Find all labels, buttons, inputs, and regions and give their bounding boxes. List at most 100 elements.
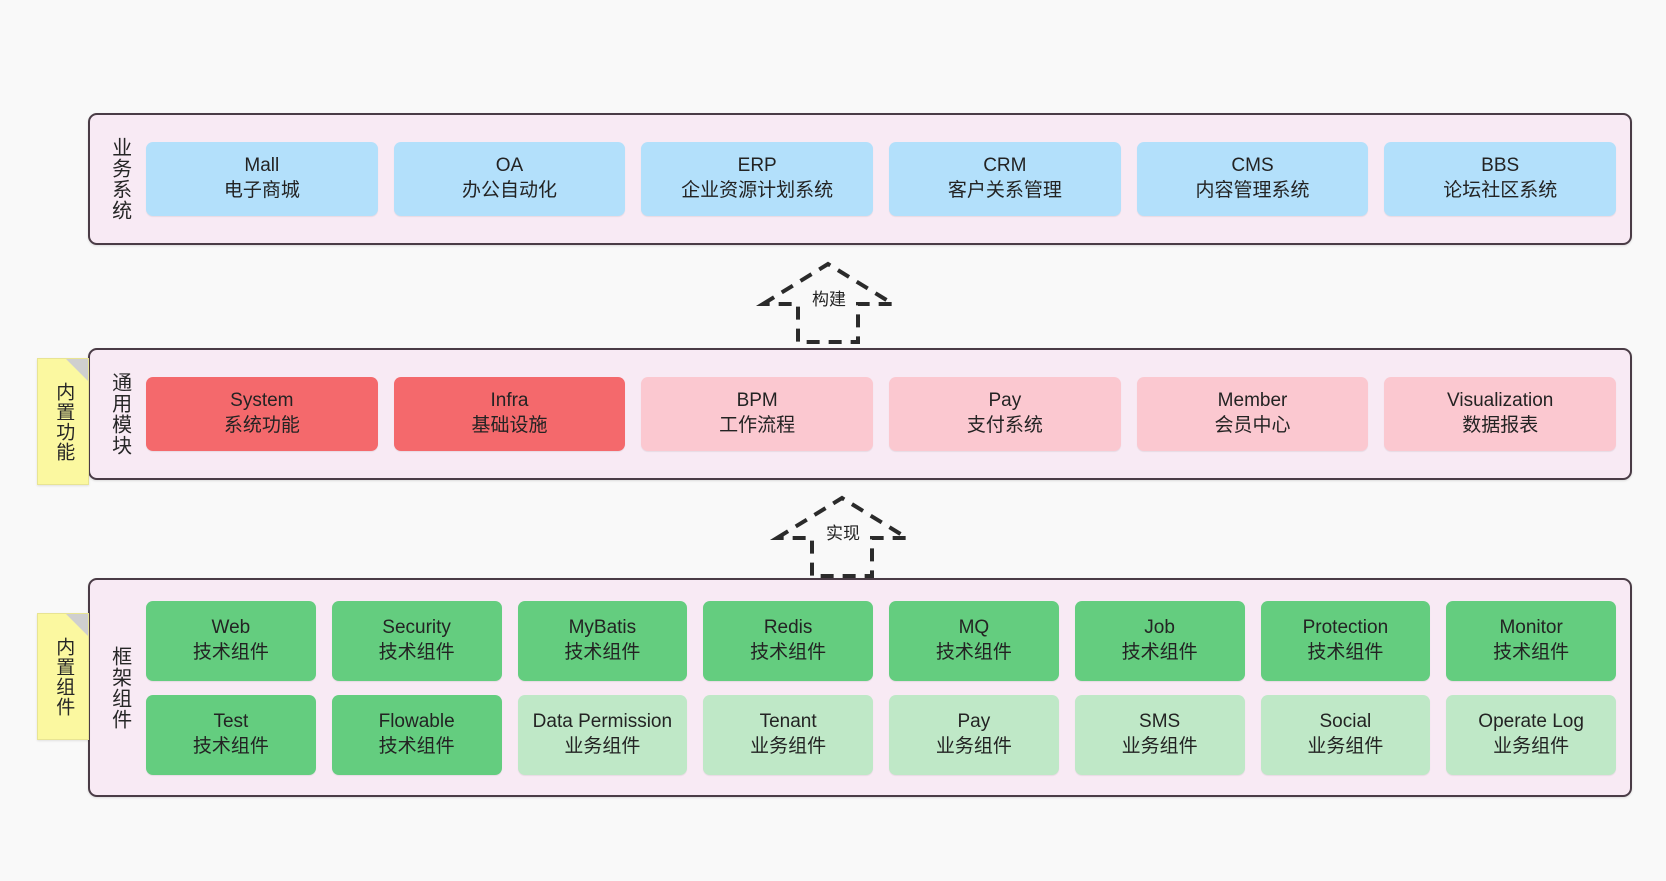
node-oa[interactable]: OA 办公自动化 (393, 142, 626, 216)
layer-body-business-systems: Mall 电子商城 OA 办公自动化 ERP 企业资源计划系统 CRM 客户关系… (138, 115, 1630, 243)
node-test[interactable]: Test 技术组件 (146, 694, 316, 775)
node-operate-log[interactable]: Operate Log 业务组件 (1446, 694, 1616, 775)
node-sms[interactable]: SMS 业务组件 (1074, 694, 1245, 775)
node-social[interactable]: Social 业务组件 (1260, 694, 1431, 775)
node-mybatis[interactable]: MyBatis 技术组件 (517, 600, 688, 681)
node-subtitle: 业务组件 (564, 735, 641, 757)
node-subtitle: 内容管理系统 (1195, 180, 1310, 201)
node-subtitle: 会员中心 (1214, 415, 1291, 436)
node-title: Protection (1302, 616, 1389, 638)
node-title: MyBatis (568, 616, 637, 638)
node-subtitle: 业务组件 (1307, 735, 1384, 757)
node-subtitle: 技术组件 (378, 735, 455, 757)
node-security[interactable]: Security 技术组件 (331, 600, 502, 681)
node-title: Data Permission (532, 710, 673, 732)
node-title: Member (1217, 390, 1288, 412)
node-erp[interactable]: ERP 企业资源计划系统 (641, 142, 874, 216)
node-mall[interactable]: Mall 电子商城 (146, 142, 378, 216)
node-title: Monitor (1499, 616, 1563, 638)
node-subtitle: 数据报表 (1462, 415, 1539, 436)
node-subtitle: 技术组件 (564, 641, 641, 663)
node-title: ERP (737, 155, 777, 177)
node-pay-component[interactable]: Pay 业务组件 (889, 694, 1059, 775)
node-title: Mall (244, 155, 280, 177)
layer-common-modules: 通用模块 System 系统功能 Infra 基础设施 BPM 工作流程 Pay… (88, 348, 1632, 480)
connector-build-label: 构建 (812, 290, 846, 309)
node-title: Pay (988, 390, 1022, 412)
layer-body-common-modules: System 系统功能 Infra 基础设施 BPM 工作流程 Pay 支付系统… (138, 350, 1630, 478)
layer-title-common-modules: 通用模块 (108, 372, 131, 456)
node-title: Pay (957, 710, 991, 732)
build-arrow-icon (755, 261, 901, 344)
row: System 系统功能 Infra 基础设施 BPM 工作流程 Pay 支付系统… (146, 377, 1617, 451)
node-title: Redis (763, 616, 813, 638)
node-visualization[interactable]: Visualization 数据报表 (1384, 377, 1617, 451)
node-title: Web (211, 616, 251, 638)
node-redis[interactable]: Redis 技术组件 (703, 600, 873, 681)
layer-body-framework-components: Web 技术组件 Security 技术组件 MyBatis 技术组件 Redi… (138, 580, 1630, 795)
layer-business-systems: 业务系统 Mall 电子商城 OA 办公自动化 ERP 企业资源计划系统 CRM… (88, 113, 1632, 245)
node-title: Visualization (1447, 390, 1554, 412)
layer-title-business-systems: 业务系统 (108, 137, 131, 221)
node-subtitle: 技术组件 (1493, 641, 1570, 663)
node-pay-module[interactable]: Pay 支付系统 (889, 377, 1121, 451)
node-mq[interactable]: MQ 技术组件 (889, 600, 1059, 681)
node-infra[interactable]: Infra 基础设施 (393, 377, 626, 451)
node-cms[interactable]: CMS 内容管理系统 (1136, 142, 1369, 216)
connector-implement: 实现 (769, 492, 922, 580)
sticky-note-builtin-features: 内置功能 (37, 358, 89, 485)
node-title: Flowable (378, 710, 455, 732)
node-subtitle: 技术组件 (1307, 641, 1384, 663)
node-protection[interactable]: Protection 技术组件 (1260, 600, 1431, 681)
node-subtitle: 技术组件 (192, 641, 269, 663)
node-bbs[interactable]: BBS 论坛社区系统 (1384, 142, 1617, 216)
node-title: BBS (1481, 155, 1520, 177)
node-job[interactable]: Job 技术组件 (1074, 600, 1245, 681)
node-title: CMS (1231, 155, 1274, 177)
node-title: Operate Log (1478, 710, 1584, 732)
node-bpm[interactable]: BPM 工作流程 (641, 377, 874, 451)
node-subtitle: 系统功能 (223, 415, 300, 436)
node-monitor[interactable]: Monitor 技术组件 (1446, 600, 1616, 681)
node-title: SMS (1139, 710, 1181, 732)
node-system[interactable]: System 系统功能 (146, 377, 378, 451)
node-subtitle: 技术组件 (1121, 641, 1198, 663)
layer-title-framework-components: 框架组件 (108, 645, 131, 730)
node-subtitle: 业务组件 (1121, 735, 1198, 757)
node-member[interactable]: Member 会员中心 (1136, 377, 1369, 451)
node-flowable[interactable]: Flowable 技术组件 (331, 694, 502, 775)
implement-arrow-icon (769, 495, 915, 578)
node-title: Infra (490, 390, 529, 412)
node-data-permission[interactable]: Data Permission 业务组件 (517, 694, 688, 775)
node-subtitle: 技术组件 (192, 735, 269, 757)
sticky-note-builtin-components: 内置组件 (37, 613, 89, 740)
node-subtitle: 技术组件 (378, 641, 455, 663)
sticky-fold-corner-icon (66, 359, 88, 381)
node-title: Tenant (759, 710, 817, 732)
node-subtitle: 办公自动化 (462, 180, 558, 201)
node-subtitle: 业务组件 (1493, 735, 1570, 757)
node-title: CRM (983, 155, 1027, 177)
row-technical-components: Web 技术组件 Security 技术组件 MyBatis 技术组件 Redi… (146, 600, 1616, 681)
node-subtitle: 业务组件 (750, 735, 827, 757)
layer-framework-components: 框架组件 Web 技术组件 Security 技术组件 MyBatis 技术组件… (88, 578, 1632, 797)
node-crm[interactable]: CRM 客户关系管理 (889, 142, 1121, 216)
node-title: BPM (736, 390, 778, 412)
node-subtitle: 技术组件 (750, 641, 827, 663)
node-subtitle: 工作流程 (719, 415, 796, 436)
row: Mall 电子商城 OA 办公自动化 ERP 企业资源计划系统 CRM 客户关系… (146, 142, 1617, 216)
node-subtitle: 论坛社区系统 (1443, 180, 1558, 201)
node-title: Security (382, 616, 451, 638)
node-subtitle: 企业资源计划系统 (681, 180, 834, 201)
node-tenant[interactable]: Tenant 业务组件 (703, 694, 873, 775)
node-web[interactable]: Web 技术组件 (146, 600, 316, 681)
node-title: System (230, 390, 294, 412)
node-title: OA (495, 155, 524, 177)
sticky-note-label: 内置组件 (53, 636, 75, 717)
sticky-fold-corner-icon (66, 614, 88, 636)
sticky-note-label: 内置功能 (53, 381, 75, 462)
node-subtitle: 客户关系管理 (947, 180, 1062, 201)
node-subtitle: 电子商城 (223, 180, 300, 201)
node-title: Social (1319, 710, 1372, 732)
